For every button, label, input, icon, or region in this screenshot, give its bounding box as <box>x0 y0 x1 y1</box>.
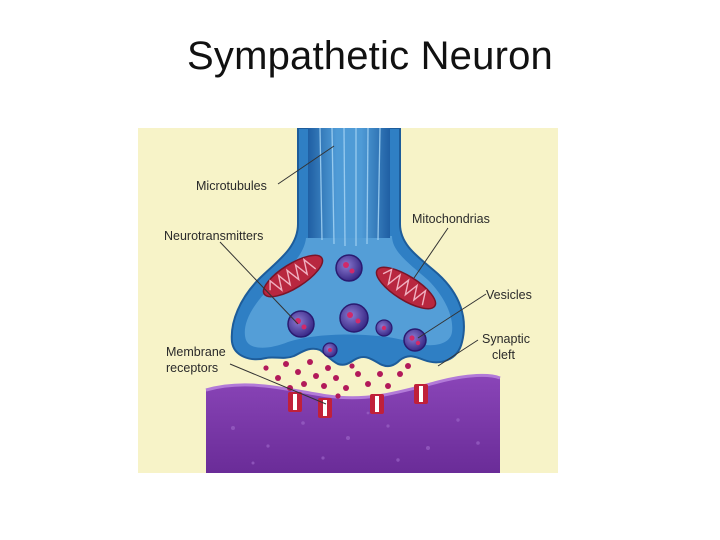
vesicle <box>335 254 363 282</box>
receptor <box>370 394 384 414</box>
vesicle <box>287 310 315 338</box>
receptor <box>288 392 302 412</box>
postsynaptic-membrane-edge <box>205 373 501 400</box>
label-microtubules: Microtubules <box>196 179 267 193</box>
synapse-illustration: Microtubules Mitochondrias Neurotransmit… <box>138 128 558 473</box>
leader-membrane-receptors <box>229 363 327 405</box>
receptor <box>414 384 428 404</box>
membrane-receptors <box>288 384 428 418</box>
mitochondrion-right <box>375 266 437 310</box>
postsynaptic-texture <box>231 411 480 465</box>
vesicle <box>375 319 393 337</box>
leader-synaptic-cleft <box>437 339 479 367</box>
synapse-diagram: Microtubules Mitochondrias Neurotransmit… <box>138 128 558 473</box>
label-cleft: cleft <box>492 348 515 362</box>
label-neurotransmitters: Neurotransmitters <box>164 229 263 243</box>
label-receptors: receptors <box>166 361 218 375</box>
microtubule-lines <box>319 128 381 247</box>
neurotransmitter-dots <box>263 359 411 399</box>
label-synaptic: Synaptic <box>482 332 530 346</box>
leader-neurotransmitters <box>219 241 299 325</box>
leader-vesicles <box>417 293 487 339</box>
receptor <box>318 398 332 418</box>
leader-microtubules <box>277 145 335 185</box>
vesicles <box>287 254 427 358</box>
vesicle <box>322 342 338 358</box>
leader-mitochondrias <box>413 227 449 279</box>
label-membrane: Membrane <box>166 345 226 359</box>
label-vesicles: Vesicles <box>486 288 532 302</box>
label-mitochondrias: Mitochondrias <box>412 212 490 226</box>
mitochondrion-left <box>262 254 324 298</box>
vesicle <box>339 303 369 333</box>
slide-title: Sympathetic Neuron <box>186 34 553 78</box>
vesicle <box>403 328 427 352</box>
